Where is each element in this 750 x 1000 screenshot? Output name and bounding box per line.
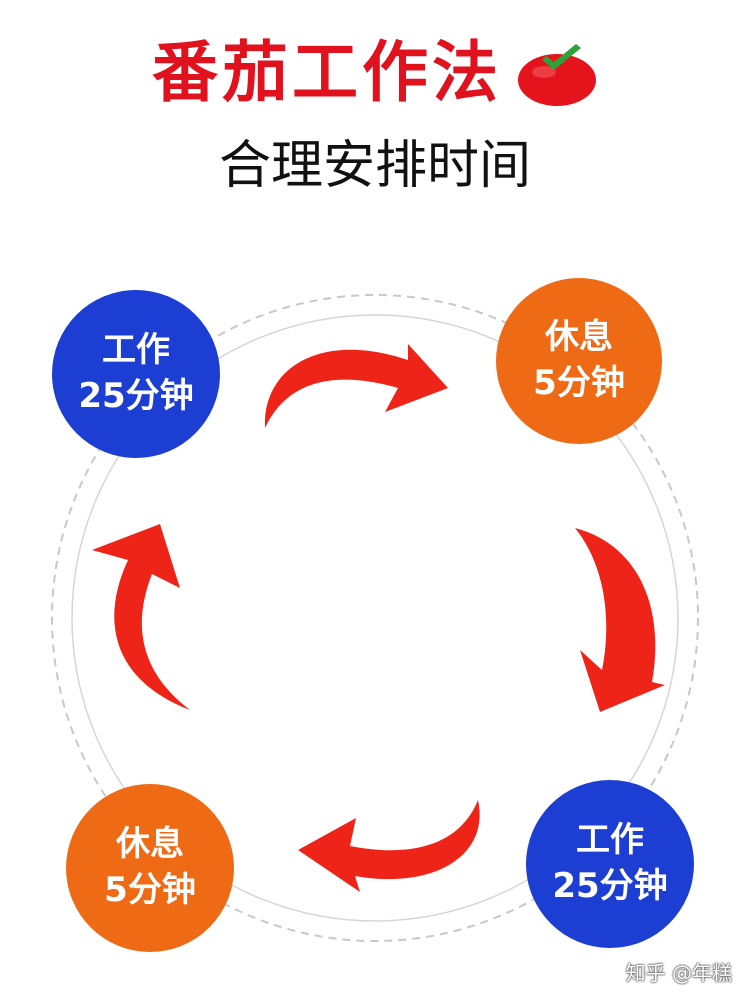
dashed-ring bbox=[51, 294, 699, 942]
step-label: 工作 bbox=[576, 820, 644, 861]
arrow-rest-to-work-left-icon bbox=[92, 524, 190, 710]
inner-ring bbox=[71, 314, 679, 922]
step-work-bottom-right: 工作 25分钟 bbox=[526, 780, 694, 948]
step-duration: 5分钟 bbox=[533, 363, 625, 403]
arrow-work-to-rest-icon bbox=[264, 344, 448, 428]
step-duration: 25分钟 bbox=[78, 376, 194, 416]
step-duration: 25分钟 bbox=[552, 866, 668, 906]
page-title: 番茄工作法 bbox=[152, 34, 502, 111]
step-label: 休息 bbox=[545, 317, 613, 358]
step-label: 工作 bbox=[102, 330, 170, 371]
arrow-work-to-rest-bottom-icon bbox=[298, 800, 480, 892]
arrow-rest-to-work-icon bbox=[575, 528, 665, 712]
step-work-top-left: 工作 25分钟 bbox=[52, 290, 220, 458]
step-label: 休息 bbox=[116, 824, 184, 865]
step-rest-top-right: 休息 5分钟 bbox=[496, 278, 662, 444]
tomato-icon bbox=[518, 44, 596, 106]
title-row: 番茄工作法 bbox=[0, 38, 750, 108]
step-rest-bottom-left: 休息 5分钟 bbox=[66, 784, 234, 952]
step-duration: 5分钟 bbox=[104, 870, 196, 910]
watermark: 知乎 @年糕 bbox=[625, 961, 732, 985]
page-subtitle: 合理安排时间 bbox=[218, 136, 531, 196]
